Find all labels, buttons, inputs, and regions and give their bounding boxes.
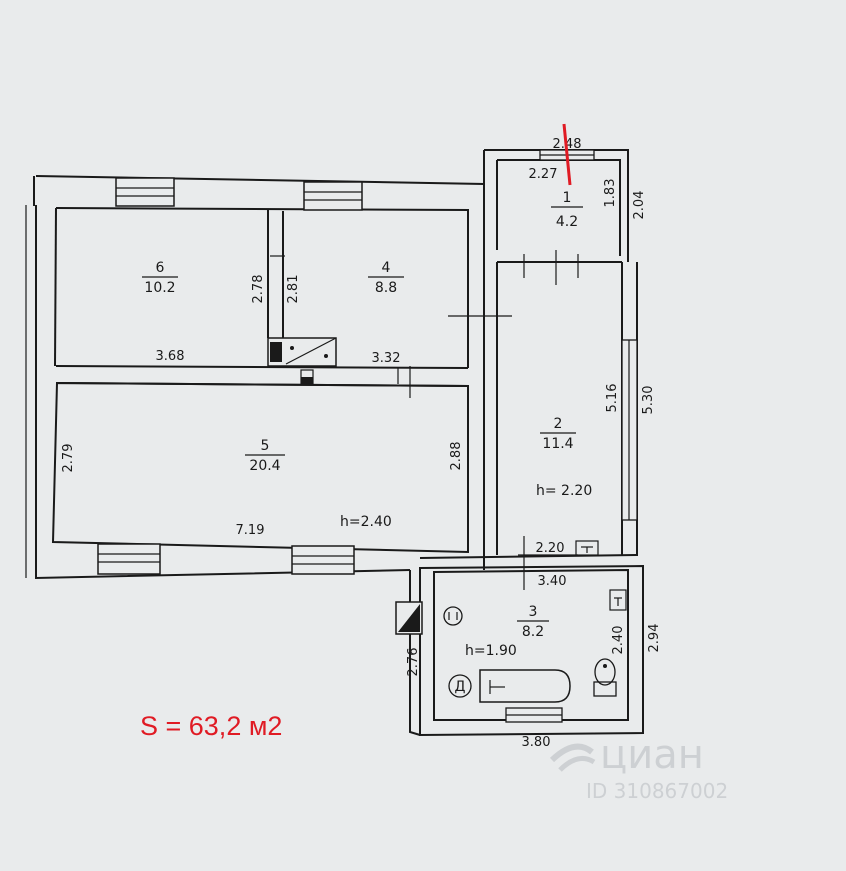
sink-icon — [609, 589, 627, 611]
chimney-small — [300, 369, 314, 385]
cian-logo-icon — [549, 743, 596, 772]
dim-2-20: 2.20 — [536, 541, 565, 556]
dim-2-94: 2.94 — [647, 624, 662, 653]
room-label-5: 5 20.4 — [245, 438, 285, 474]
dimensions: 2.48 2.27 1.83 2.04 2.78 2.81 3.68 3.32 … — [61, 137, 662, 750]
watermark: циан ID 310867002 — [549, 732, 728, 803]
svg-text:1: 1 — [563, 190, 572, 206]
dim-5-16: 5.16 — [605, 384, 620, 413]
windows — [25, 149, 638, 723]
total-area-label: S = 63,2 м2 — [140, 711, 282, 741]
dim-2-78: 2.78 — [251, 275, 266, 304]
dim-7-19: 7.19 — [236, 523, 265, 538]
svg-text:2: 2 — [554, 416, 563, 432]
svg-text:8.2: 8.2 — [522, 624, 544, 640]
room-label-3: 3 8.2 — [517, 604, 549, 640]
red-marker-line — [562, 123, 572, 186]
toilet-icon — [593, 658, 617, 697]
room-label-4: 4 8.8 — [368, 260, 404, 296]
dim-2-40: 2.40 — [611, 626, 626, 655]
dim-3-32: 3.32 — [372, 351, 401, 366]
window-room2-right — [621, 339, 638, 521]
room-label-6: 6 10.2 — [142, 260, 178, 296]
door-marks — [270, 250, 579, 590]
svg-text:8.8: 8.8 — [375, 280, 397, 296]
water-heater — [395, 601, 423, 635]
svg-text:3: 3 — [529, 604, 538, 620]
dim-2-76: 2.76 — [406, 648, 421, 677]
dim-3-68: 3.68 — [156, 349, 185, 364]
window-top-middle — [303, 181, 363, 211]
height-room3: h=1.90 — [465, 643, 517, 659]
dim-5-30: 5.30 — [641, 386, 656, 415]
gas-meter-icon — [443, 606, 463, 626]
stove — [267, 337, 337, 367]
dim-2-81: 2.81 — [286, 275, 301, 304]
height-room5: h=2.40 — [340, 514, 392, 530]
dim-2-27: 2.27 — [529, 167, 558, 182]
svg-text:10.2: 10.2 — [144, 280, 175, 296]
svg-text:4.2: 4.2 — [556, 214, 578, 230]
bathtub — [479, 669, 571, 703]
room-label-1: 1 4.2 — [551, 190, 583, 230]
watermark-brand: циан — [600, 732, 704, 778]
dim-2-79: 2.79 — [61, 444, 76, 473]
kitchen-sink-icon — [575, 540, 599, 556]
svg-text:20.4: 20.4 — [249, 458, 280, 474]
window-bottom-left — [97, 543, 161, 575]
svg-text:5: 5 — [261, 438, 270, 454]
dim-3-40: 3.40 — [538, 574, 567, 589]
room-label-2: 2 11.4 — [540, 416, 576, 452]
dim-2-04: 2.04 — [632, 191, 647, 220]
dim-3-80: 3.80 — [522, 735, 551, 750]
window-bottom-middle — [291, 545, 355, 575]
window-room3-bottom — [505, 707, 563, 723]
svg-text:6: 6 — [156, 260, 165, 276]
height-room2: h= 2.20 — [536, 483, 592, 499]
dim-2-88: 2.88 — [449, 442, 464, 471]
window-top-left — [115, 177, 175, 207]
dim-1-83: 1.83 — [603, 179, 618, 208]
svg-text:11.4: 11.4 — [542, 436, 573, 452]
watermark-id: ID 310867002 — [586, 779, 728, 803]
boiler-label: Д — [455, 679, 466, 695]
svg-text:4: 4 — [382, 260, 391, 276]
boiler-icon: Д — [448, 674, 472, 698]
